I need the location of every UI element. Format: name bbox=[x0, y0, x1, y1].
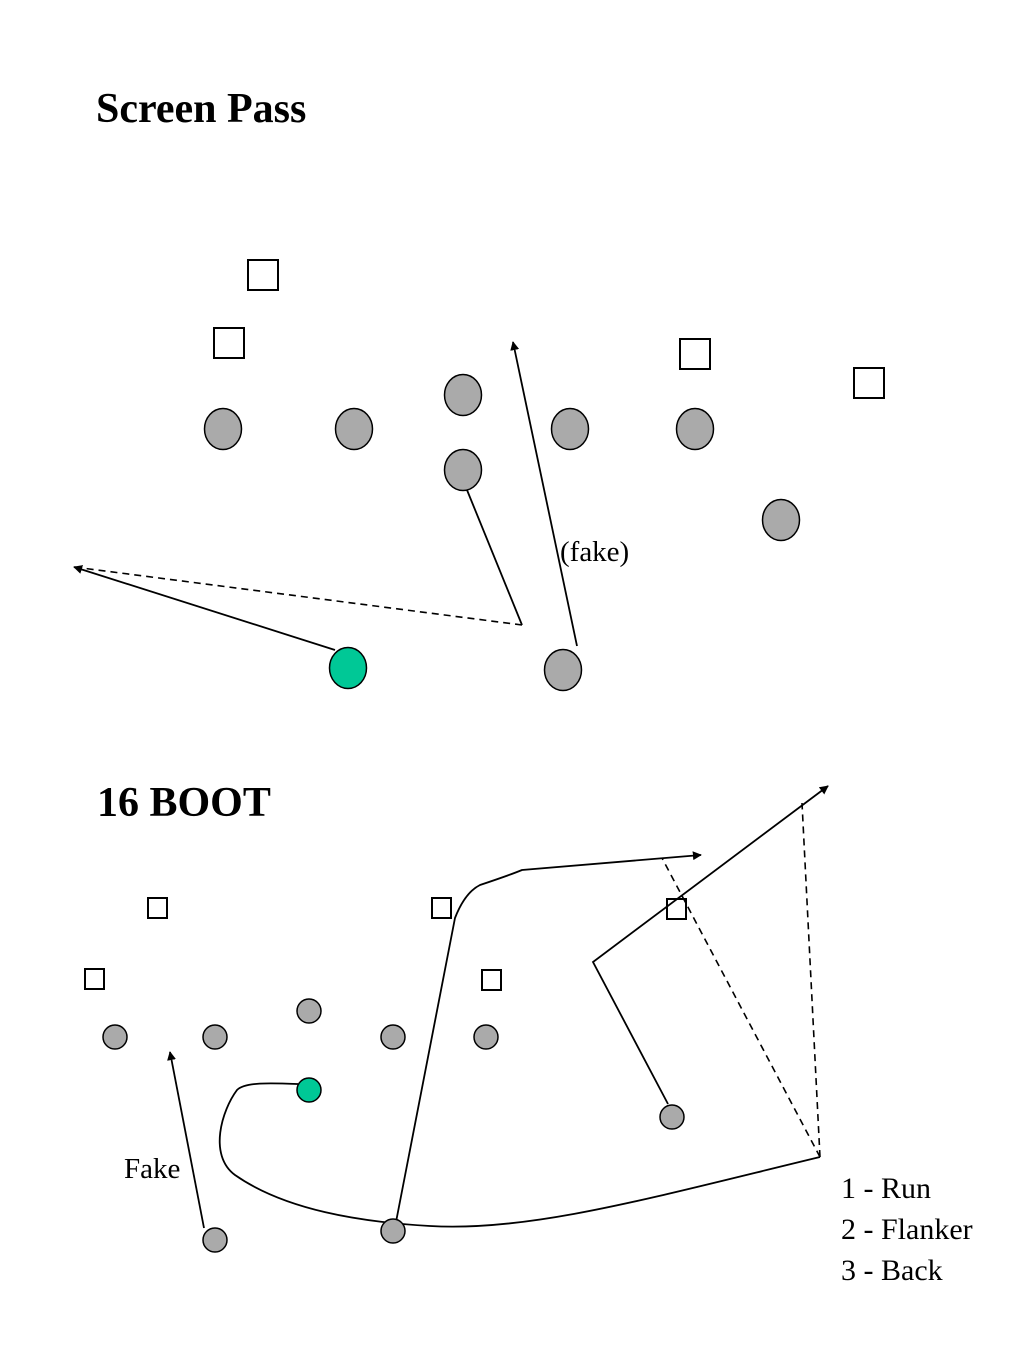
back-circle bbox=[380, 1218, 406, 1244]
lineman-circle bbox=[473, 1024, 499, 1050]
lineman-circle bbox=[202, 1024, 228, 1050]
screen-pass-throw-dashed bbox=[73, 566, 523, 626]
fake-route-arrow bbox=[510, 341, 578, 647]
throw-to-back-dashed bbox=[661, 857, 821, 1158]
back-route-arrow bbox=[395, 851, 702, 1223]
offense-players bbox=[203, 373, 801, 692]
screen-receiver-circle bbox=[328, 646, 368, 690]
quarterback-circle bbox=[296, 1077, 322, 1103]
back-route-line bbox=[466, 489, 523, 626]
screen-fake-label: (fake) bbox=[560, 536, 630, 568]
legend-item-back: 3 - Back bbox=[841, 1254, 943, 1287]
defender-square bbox=[679, 338, 711, 370]
screen-pass-title: Screen Pass bbox=[96, 86, 307, 132]
lineman-circle bbox=[675, 407, 715, 451]
lineman-circle bbox=[334, 407, 374, 451]
defender-square bbox=[666, 898, 687, 920]
boot-legend: 1 - Run 2 - Flanker 3 - Back bbox=[841, 1168, 973, 1291]
legend-item-run: 1 - Run bbox=[841, 1172, 931, 1205]
defender-square bbox=[213, 327, 245, 359]
defender-square bbox=[431, 897, 452, 919]
defender-square bbox=[853, 367, 885, 399]
lineman-circle bbox=[203, 407, 243, 451]
defender-square bbox=[84, 968, 105, 990]
flanker-circle bbox=[659, 1104, 685, 1130]
fake-route-arrow bbox=[167, 1051, 205, 1229]
lineman-circle bbox=[102, 1024, 128, 1050]
lineman-circle bbox=[380, 1024, 406, 1050]
tight-end-circle bbox=[761, 498, 801, 542]
offense-players bbox=[102, 998, 685, 1253]
center-circle bbox=[443, 373, 483, 417]
defender-square bbox=[147, 897, 168, 919]
screen-pass-play bbox=[73, 259, 885, 692]
center-circle bbox=[296, 998, 322, 1024]
flanker-route-arrow bbox=[591, 785, 829, 1105]
boot-run-path bbox=[218, 1082, 821, 1228]
lineman-circle bbox=[550, 407, 590, 451]
boot-play bbox=[84, 785, 829, 1253]
defender-square bbox=[481, 969, 502, 991]
quarterback-circle bbox=[443, 448, 483, 492]
defender-square bbox=[247, 259, 279, 291]
legend-item-flanker: 2 - Flanker bbox=[841, 1213, 973, 1246]
boot-fake-label: Fake bbox=[124, 1153, 181, 1185]
fake-back-circle bbox=[202, 1227, 228, 1253]
screen-route-arrow bbox=[73, 565, 336, 651]
fullback-circle bbox=[543, 648, 583, 692]
boot-title: 16 BOOT bbox=[97, 780, 271, 826]
throw-to-flanker-dashed bbox=[801, 802, 821, 1158]
